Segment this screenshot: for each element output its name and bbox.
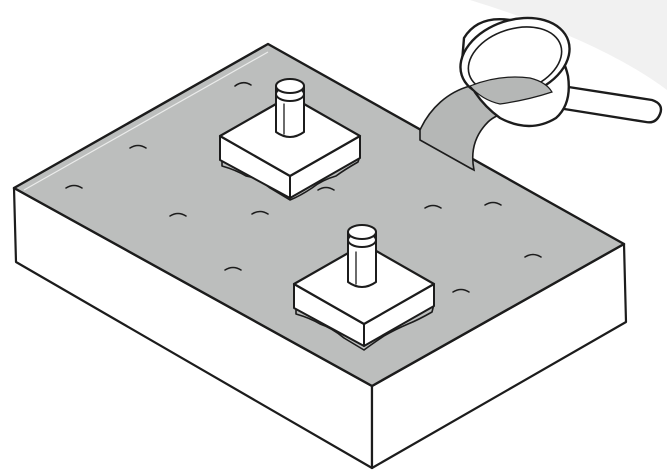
grout-fillet — [221, 155, 361, 201]
grout-fillet — [295, 303, 435, 351]
grout-ripple — [234, 81, 252, 87]
grout-ripple — [524, 253, 542, 258]
grout-ripple — [484, 201, 502, 206]
saucepan-icon — [459, 16, 663, 128]
concrete-slab — [12, 42, 628, 470]
base-plate-rear — [218, 78, 362, 201]
grout-ripple — [317, 186, 335, 191]
slab-edge-highlight — [23, 51, 269, 191]
saucepan-grout — [468, 76, 553, 105]
grout-ripple — [169, 212, 187, 217]
anchor-bolt-icon — [347, 224, 377, 288]
base-plate-front — [292, 224, 436, 351]
grout-ripple — [224, 266, 242, 271]
slab-top-surface — [12, 42, 626, 388]
grout-ripple — [452, 288, 470, 293]
grout-ripple — [129, 144, 147, 149]
grout-ripple — [65, 184, 83, 189]
grout-ripple — [424, 204, 442, 209]
grout-ripple — [251, 210, 269, 215]
anchor-bolt-icon — [275, 78, 305, 138]
saucepan-handle — [556, 84, 663, 124]
paper-shadow — [470, 0, 667, 90]
grout-ripples — [65, 81, 542, 293]
